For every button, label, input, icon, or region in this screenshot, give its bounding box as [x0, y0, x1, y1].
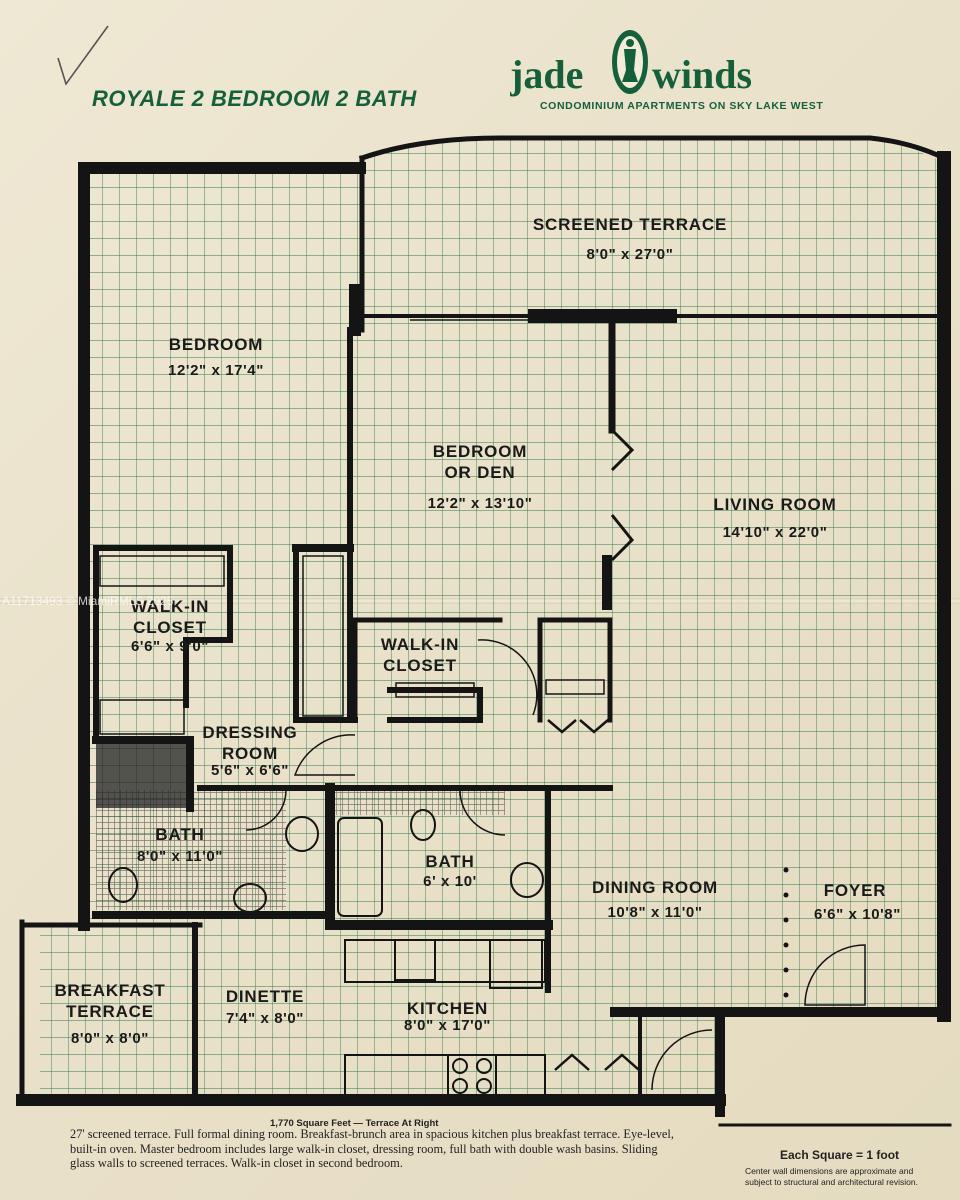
room-dims-kitchen: 8'0" x 17'0" — [404, 1017, 491, 1034]
room-dims-dressing-room: 5'6" x 6'6" — [210, 762, 289, 779]
room-label-kitchen: KITCHEN — [406, 999, 489, 1018]
room-label-bath-second: BATH — [425, 852, 475, 871]
room-dims-screened-terrace: 8'0" x 27'0" — [586, 246, 674, 263]
brand-subtitle: CONDOMINIUM APARTMENTS ON SKY LAKE WEST — [540, 100, 824, 112]
room-label-bedroom: BEDROOM — [168, 335, 264, 354]
foyer-divider — [783, 867, 789, 998]
square-footage: 1,770 Square Feet — Terrace At Right — [270, 1118, 439, 1129]
room-label-dressing-room: DRESSING ROOM — [202, 723, 298, 763]
brand-name-left: jade — [510, 52, 583, 97]
room-dims-living-room: 14'10" x 22'0" — [722, 524, 828, 541]
disclaimer: Center wall dimensions are approximate a… — [745, 1166, 918, 1187]
closet-shelves — [99, 555, 605, 735]
room-dims-walkin-closet-master: 6'6" x 9'0" — [130, 638, 209, 655]
shower-floor — [96, 740, 188, 808]
room-dims-bath-master: 8'0" x 11'0" — [136, 848, 224, 865]
room-label-bath-master: BATH — [155, 825, 205, 844]
room-label-breakfast-terrace: BREAKFAST TERRACE — [54, 981, 166, 1021]
room-label-walkin-closet-master: WALK-IN CLOSET — [130, 597, 210, 637]
jade-winds-logo-icon: jade winds — [510, 30, 752, 97]
room-label-dinette: DINETTE — [225, 987, 305, 1006]
room-label-screened-terrace: SCREENED TERRACE — [532, 215, 728, 234]
door-swings — [245, 428, 866, 1091]
room-dims-foyer: 6'6" x 10'8" — [814, 906, 901, 923]
room-dims-bedroom: 12'2" x 17'4" — [168, 362, 264, 379]
room-dims-dining-room: 10'8" x 11'0" — [607, 904, 703, 921]
room-dims-breakfast-terrace: 8'0" x 8'0" — [70, 1030, 149, 1047]
walls — [16, 135, 952, 1127]
plan-title: ROYALE 2 BEDROOM 2 BATH — [92, 86, 417, 111]
room-label-living-room: LIVING ROOM — [713, 495, 837, 514]
room-label-bedroom-den: BEDROOM OR DEN — [432, 442, 528, 482]
room-dims-bath-second: 6' x 10' — [423, 873, 477, 890]
mls-watermark: A11713493 © MiamiRMLS 2025 — [2, 594, 174, 608]
room-label-foyer: FOYER — [823, 881, 887, 900]
unit-description: 27' screened terrace. Full formal dining… — [70, 1127, 674, 1170]
room-label-walkin-closet-second: WALK-IN CLOSET — [380, 635, 460, 675]
room-dims-dinette: 7'4" x 8'0" — [225, 1010, 304, 1027]
room-label-dining-room: DINING ROOM — [592, 878, 718, 897]
sliding-glass — [81, 171, 875, 460]
fixtures — [108, 809, 546, 1096]
checkmark-icon — [57, 25, 109, 86]
scale-legend: Each Square = 1 foot — [780, 1148, 900, 1162]
room-dims-bedroom-den: 12'2" x 13'10" — [427, 495, 533, 512]
brand-name-right: winds — [652, 52, 752, 97]
